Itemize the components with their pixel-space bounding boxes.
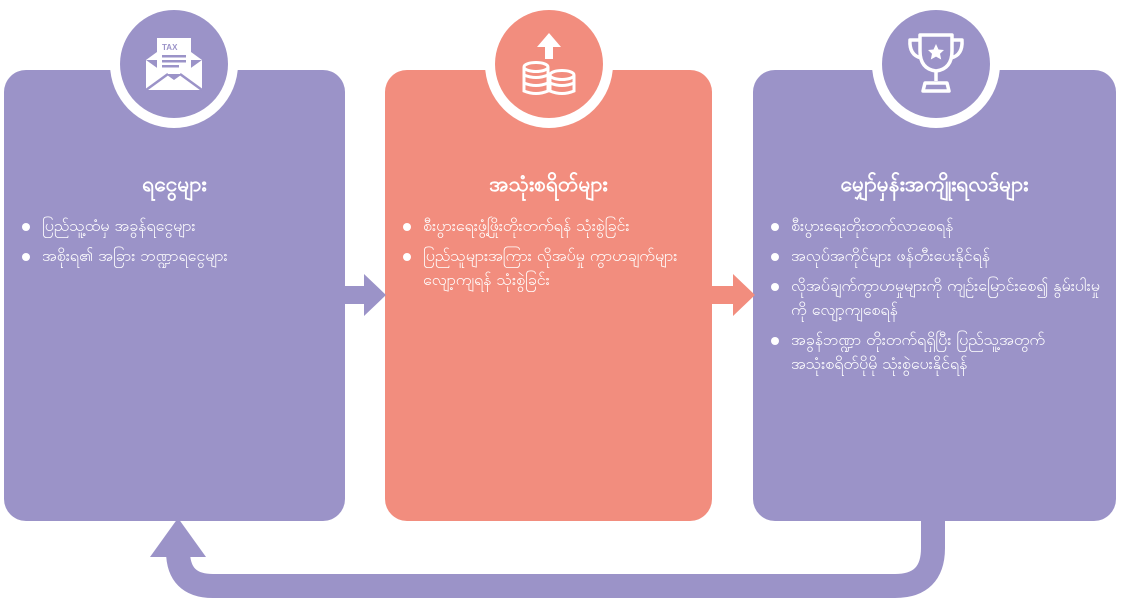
- revenue-card: ရငွေများ ပြည်သူ့ထံမှ အခွန်ရငွေများ အစိုး…: [4, 70, 345, 521]
- revenue-list: ပြည်သူ့ထံမှ အခွန်ရငွေများ အစိုးရ၏ အခြား …: [20, 214, 331, 274]
- outcomes-list: စီးပွားရေးတိုးတက်လာစေရန် အလုပ်အကိုင်များ…: [769, 214, 1102, 382]
- coins-arrow-up-icon: [522, 33, 576, 95]
- arrow-right-icon: [709, 274, 755, 316]
- outcomes-card: မျှော်မှန်းအကျိုးရလဒ်များ စီးပွားရေးတိုး…: [753, 70, 1116, 521]
- expenditure-badge: [485, 0, 613, 128]
- revenue-badge: TAX: [110, 0, 238, 128]
- list-item: လိုအပ်ချက်ကွာဟမှုများကို ကျဉ်းမြောင်းစေ၍…: [769, 274, 1102, 322]
- arrow-right-icon: [342, 274, 386, 316]
- card-title: မျှော်မှန်းအကျိုးရလဒ်များ: [840, 172, 1029, 196]
- list-item: ပြည်သူ့ထံမှ အခွန်ရငွေများ: [20, 214, 331, 238]
- outcomes-badge: [872, 0, 1000, 128]
- trophy-icon: [908, 33, 964, 93]
- expenditure-list: စီးပွားရေးဖွံ့ဖြိုးတိုးတက်ရန် သုံးစွဲခြင…: [401, 214, 698, 298]
- list-item: အစိုးရ၏ အခြား ဘဏ္ဍာရငွေများ: [20, 244, 331, 268]
- svg-text:TAX: TAX: [162, 43, 178, 52]
- expenditure-card: အသုံးစရိတ်များ စီးပွားရေးဖွံ့ဖြိုးတိုးတက…: [385, 70, 712, 521]
- list-item: အလုပ်အကိုင်များ ဖန်တီးပေးနိုင်ရန်: [769, 244, 1102, 268]
- card-title: ရငွေများ: [142, 172, 207, 196]
- list-item: အခွန်ဘဏ္ဍာ တိုးတက်ရရှိပြီး ပြည်သူ့အတွက် …: [769, 328, 1102, 376]
- list-item: ပြည်သူများအကြား လိုအပ်မှု ကွာဟချက်များ လ…: [401, 244, 698, 292]
- list-item: စီးပွားရေးဖွံ့ဖြိုးတိုးတက်ရန် သုံးစွဲခြင…: [401, 214, 698, 238]
- list-item: စီးပွားရေးတိုးတက်လာစေရန်: [769, 214, 1102, 238]
- tax-envelope-icon: TAX: [145, 38, 203, 92]
- card-title: အသုံးစရိတ်များ: [489, 172, 608, 196]
